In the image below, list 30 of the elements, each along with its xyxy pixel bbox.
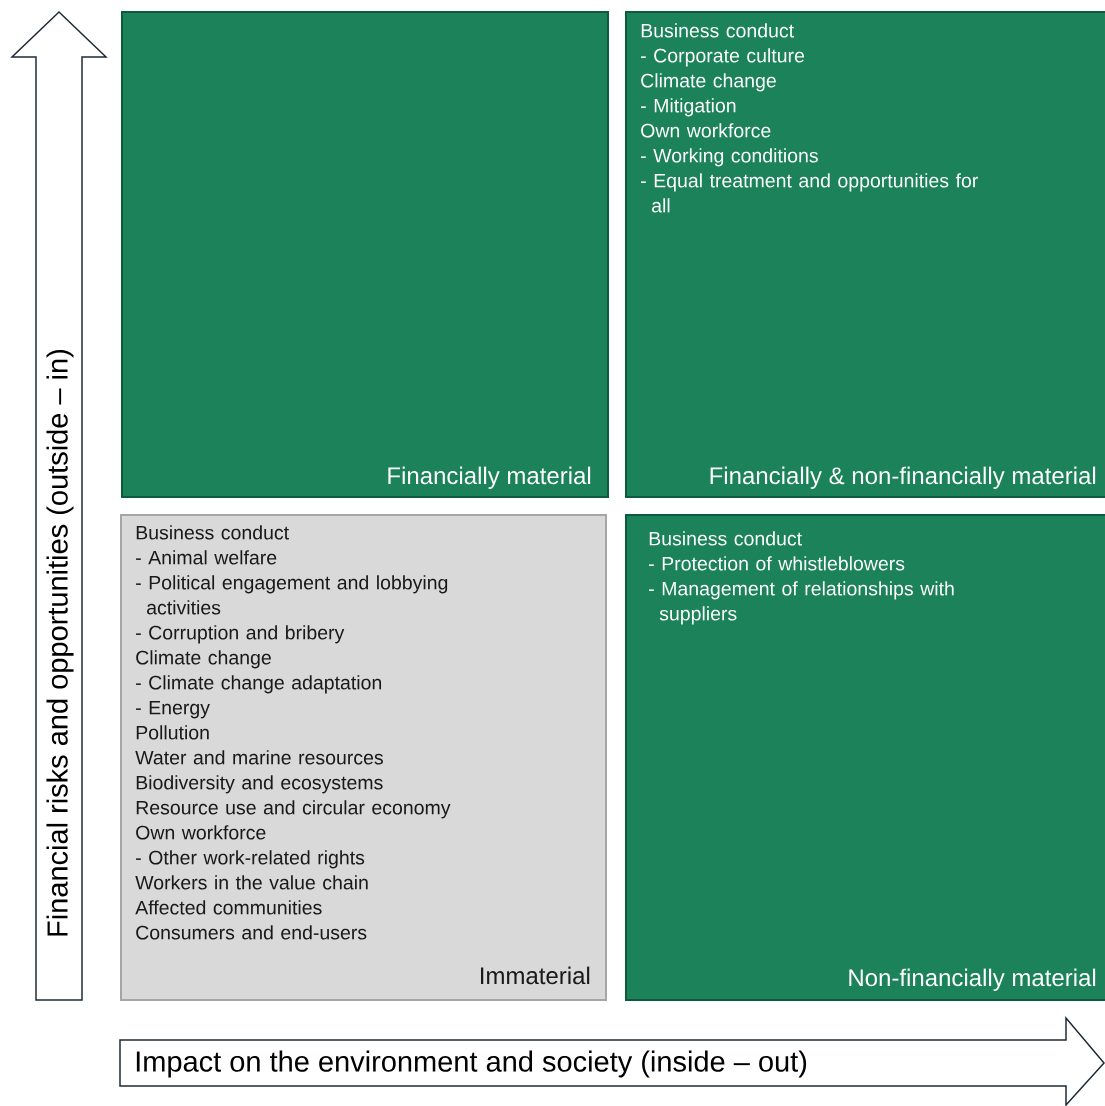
quadrant-title: Financially & non-financially material (710, 466, 1096, 489)
list-item: Business conduct (136, 525, 289, 540)
list-item: Climate change (641, 73, 776, 92)
list-item: Business conduct (649, 531, 802, 546)
quadrant-title: Financially material (388, 466, 591, 489)
list-item: - Equal treatment and opportunities for all (641, 173, 978, 213)
list-item: Affected communities (135, 900, 322, 915)
list-item: Pollution (136, 725, 209, 740)
list-item: - Mitigation (641, 98, 736, 117)
list-item: - Corruption and bribery (136, 625, 345, 644)
quadrant-title: Immaterial (481, 966, 590, 985)
list-item: Consumers and end-users (136, 925, 367, 940)
list-item: Biodiversity and ecosystems (136, 775, 383, 794)
list-item: Water and marine resources (135, 750, 383, 765)
list-item: Workers in the value chain (135, 875, 368, 890)
list-item: Climate change (136, 650, 271, 669)
list-item: - Climate change adaptation (136, 675, 381, 694)
list-item: Resource use and circular economy (136, 800, 451, 819)
list-item: - Corporate culture (641, 48, 805, 67)
list-item: - Management of relationships with suppliers (649, 581, 954, 625)
list-item: - Political engagement and lobbying activities (136, 575, 448, 615)
list-item: Business conduct (641, 23, 794, 38)
quadrant-title: Non-financially material (849, 968, 1096, 991)
list-item: Own workforce (136, 825, 266, 840)
list-item: - Working conditions (641, 148, 818, 167)
list-item: - Energy (136, 700, 210, 719)
list-item: Own workforce (641, 123, 771, 138)
list-item: - Animal welfare (136, 550, 277, 565)
list-item: - Protection of whistleblowers (649, 556, 905, 571)
list-item: - Other work-related rights (136, 850, 365, 869)
